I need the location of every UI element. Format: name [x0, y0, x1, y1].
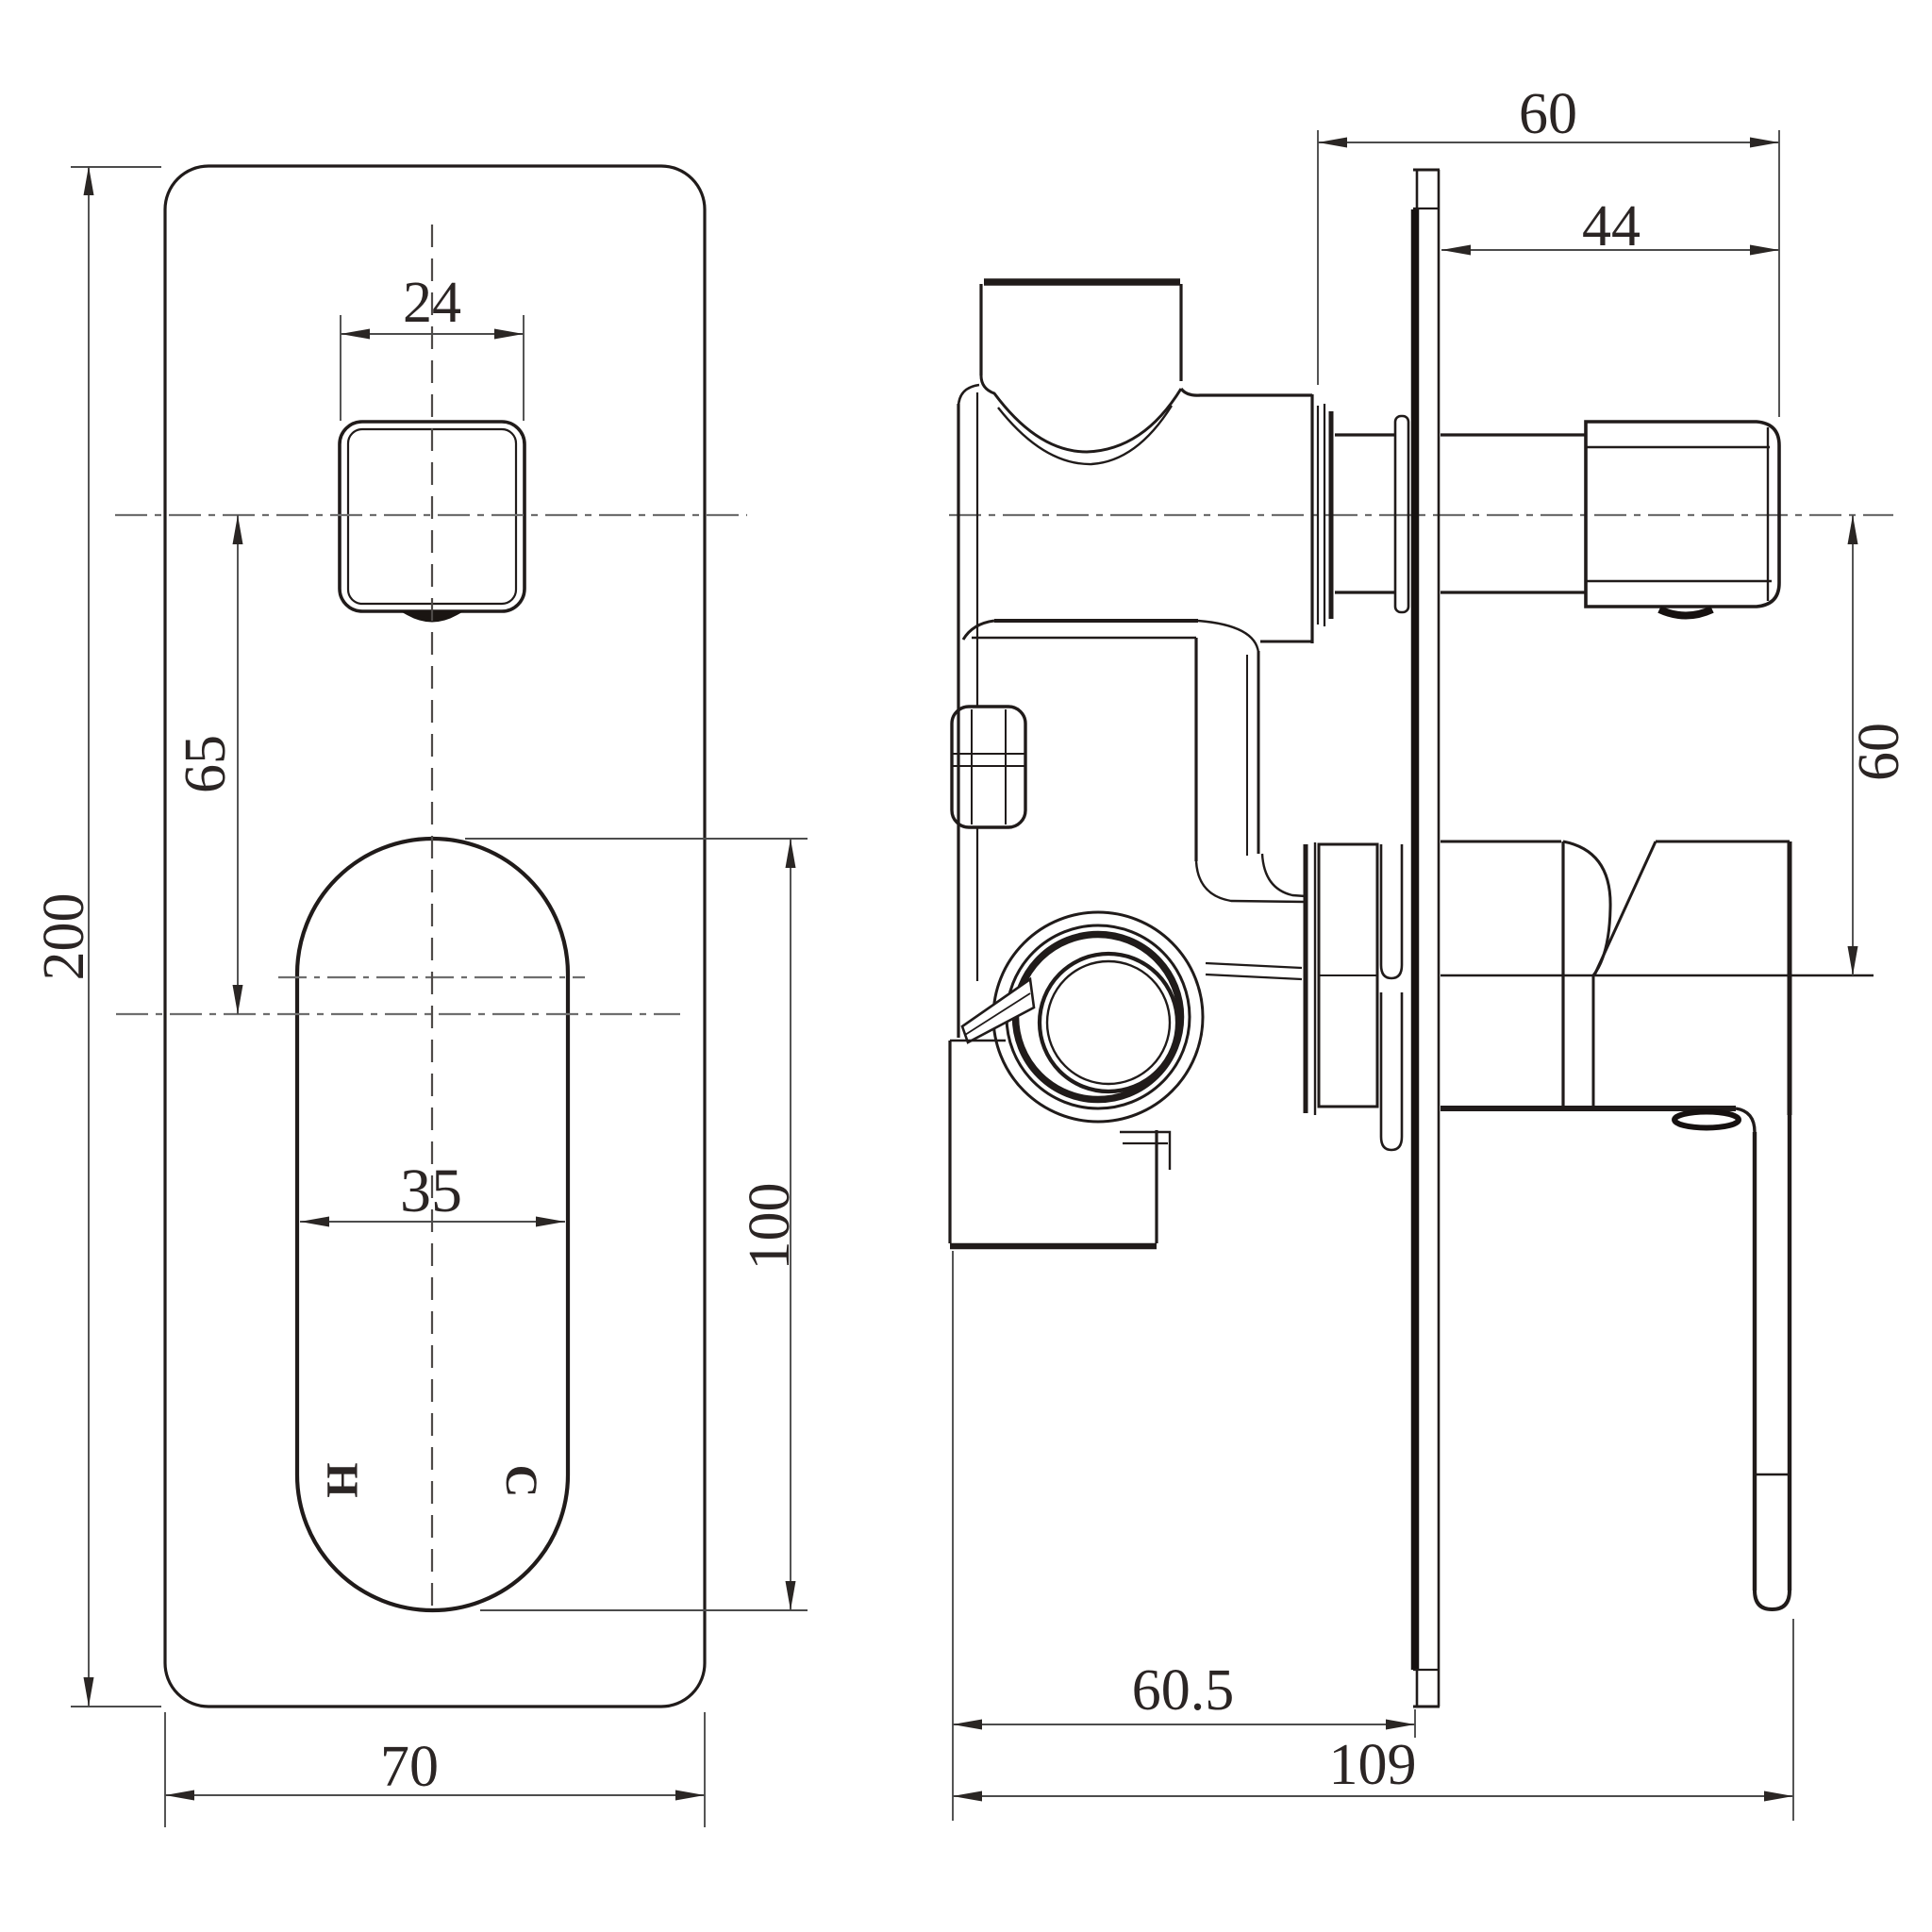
svg-text:C: C	[496, 1465, 546, 1498]
svg-text:24: 24	[403, 271, 461, 335]
svg-text:60: 60	[1519, 82, 1577, 146]
svg-text:44: 44	[1582, 194, 1641, 258]
svg-text:200: 200	[32, 893, 96, 981]
svg-text:35: 35	[400, 1157, 462, 1225]
svg-text:60: 60	[1847, 723, 1911, 781]
svg-text:70: 70	[380, 1735, 439, 1799]
svg-text:100: 100	[738, 1183, 802, 1271]
svg-text:65: 65	[174, 735, 238, 793]
svg-text:109: 109	[1329, 1733, 1417, 1797]
svg-text:60.5: 60.5	[1132, 1658, 1235, 1723]
svg-text:H: H	[317, 1462, 367, 1497]
